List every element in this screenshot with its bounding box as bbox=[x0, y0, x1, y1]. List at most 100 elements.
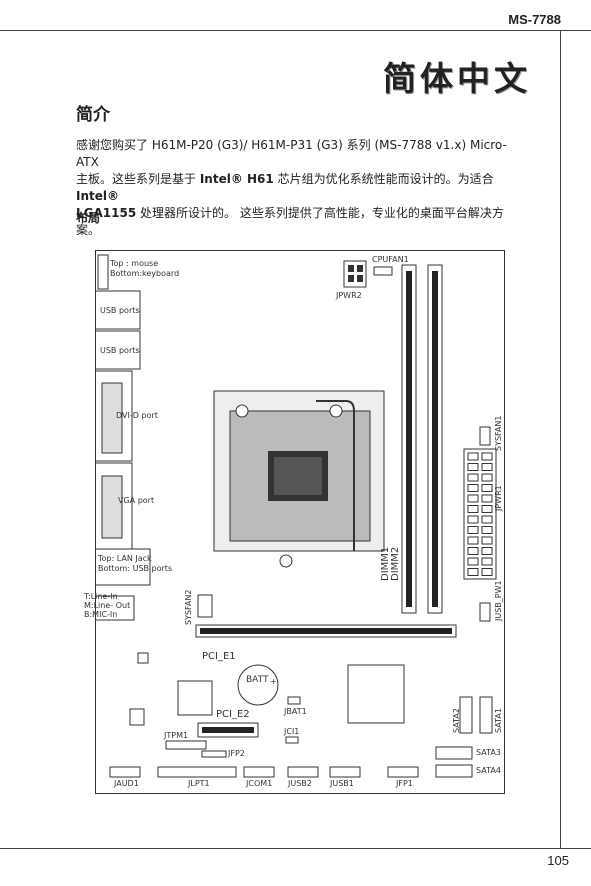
jci1-label: JCI1 bbox=[284, 727, 300, 736]
jpwr1-pin bbox=[467, 452, 479, 461]
jusb-pw1-label: JUSB_PW1 bbox=[494, 580, 503, 621]
jpwr2-label: JPWR2 bbox=[336, 291, 362, 300]
jfp2-label: JFP2 bbox=[228, 749, 245, 758]
sata1-shape bbox=[479, 696, 493, 734]
jbat1-label: JBAT1 bbox=[284, 707, 307, 716]
intro-text: 处理器所设计的。 这些系列提供了高性能，专业化的桌面平台解决方 bbox=[136, 206, 504, 220]
section-title: 简介 bbox=[76, 105, 110, 125]
intro-line-4: 案。 bbox=[76, 223, 101, 237]
jpwr2-pin bbox=[357, 265, 363, 272]
cpu-socket-lever bbox=[316, 400, 355, 551]
jcom1-shape bbox=[243, 766, 275, 778]
intro-bold: LGA1155 bbox=[76, 206, 137, 220]
jpwr1-pin bbox=[467, 484, 479, 492]
jpwr1-label: JPWR1 bbox=[494, 485, 503, 511]
jpwr1-pins bbox=[467, 452, 493, 576]
cpufan-label: CPUFAN1 bbox=[372, 255, 409, 264]
jusb-pw1-shape bbox=[479, 602, 491, 622]
jusb2-label: JUSB2 bbox=[288, 779, 312, 788]
header-rule bbox=[0, 30, 591, 31]
jcom1-label: JCOM1 bbox=[246, 779, 273, 788]
cpu-mount-hole bbox=[329, 404, 343, 418]
dvi-label: DVI-D port bbox=[116, 411, 158, 420]
page-title: 简体中文 bbox=[383, 59, 531, 98]
cpu-mount-hole bbox=[279, 554, 293, 568]
lan-label: Top: LAN Jack Bottom: USB ports bbox=[98, 554, 173, 573]
jtpm1-shape bbox=[165, 740, 207, 750]
cpu-socket-center bbox=[274, 457, 322, 495]
sysfan1-shape bbox=[479, 426, 491, 446]
dvi-inner-shape bbox=[101, 382, 123, 454]
jpwr1-pin bbox=[467, 505, 479, 513]
jpwr1-pin bbox=[481, 484, 493, 492]
jpwr1-pin bbox=[481, 547, 493, 555]
jpwr1-pin bbox=[467, 515, 479, 524]
dimm1-inner bbox=[406, 271, 412, 607]
jpwr1-pin bbox=[467, 463, 479, 471]
jpwr1-pin bbox=[481, 536, 493, 545]
sysfan2-shape bbox=[197, 594, 213, 618]
jpwr1-pin bbox=[467, 494, 479, 503]
chipset-shape bbox=[347, 664, 405, 724]
vga-label: VGA port bbox=[118, 496, 155, 505]
jpwr1-pin bbox=[481, 568, 493, 576]
jbat1-shape bbox=[287, 696, 301, 705]
usb-port-shape-1 bbox=[96, 290, 141, 330]
usb1-label: USB ports bbox=[100, 306, 140, 315]
intro-line-2: 主板。这些系列是基于 Intel® H61 芯片组为优化系统性能而设计的。为适合… bbox=[76, 171, 526, 205]
jpwr1-pin bbox=[481, 463, 493, 471]
jpwr1-pin bbox=[467, 568, 479, 576]
jusb1-label: JUSB1 bbox=[330, 779, 354, 788]
cpu-mount-hole bbox=[235, 404, 249, 418]
jpwr2-shape bbox=[343, 260, 367, 288]
intro-line-1: 感谢您购买了 H61M-P20 (G3)/ H61M-P31 (G3) 系列 (… bbox=[76, 138, 507, 169]
audio-label: T:Line-In M:Line- Out B:MIC-In bbox=[84, 592, 131, 619]
sata1-label: SATA1 bbox=[494, 708, 503, 733]
battery-plus-label: + bbox=[270, 677, 277, 686]
jfp2-shape bbox=[201, 750, 227, 758]
intro-line-3: LGA1155 处理器所设计的。 这些系列提供了高性能，专业化的桌面平台解决方 bbox=[76, 205, 526, 222]
intro-bold: Intel® H61 bbox=[199, 172, 274, 186]
jusb2-shape bbox=[287, 766, 319, 778]
jpwr2-pin bbox=[348, 265, 354, 272]
intro-text: 主板。这些系列是基于 bbox=[76, 172, 200, 186]
battery-shape bbox=[237, 664, 279, 706]
jpwr2-pin bbox=[348, 275, 354, 282]
page-number: 105 bbox=[547, 853, 569, 868]
jpwr1-pin bbox=[467, 473, 479, 482]
jusb1-shape bbox=[329, 766, 361, 778]
sata4-label: SATA4 bbox=[476, 766, 501, 775]
sata4-shape bbox=[435, 764, 473, 778]
jpwr1-pin bbox=[481, 473, 493, 482]
sysfan2-label: SYSFAN2 bbox=[184, 589, 193, 625]
ps2-port-shape bbox=[97, 254, 109, 290]
sata2-shape bbox=[459, 696, 473, 734]
intro-paragraph: 感谢您购买了 H61M-P20 (G3)/ H61M-P31 (G3) 系列 (… bbox=[76, 137, 526, 239]
right-margin-rule bbox=[560, 30, 561, 848]
pci-e1-label: PCI_E1 bbox=[202, 651, 236, 662]
board-drawing bbox=[96, 254, 497, 778]
jtpm1-label: JTPM1 bbox=[164, 731, 189, 740]
jaud1-label: JAUD1 bbox=[114, 779, 139, 788]
pci-e2-inner bbox=[202, 727, 254, 733]
ps2-label: Top : mouse Bottom:keyboard bbox=[110, 259, 180, 278]
dimm2-inner bbox=[432, 271, 438, 607]
layout-heading: 布局 bbox=[76, 211, 101, 225]
sata3-label: SATA3 bbox=[476, 748, 501, 757]
sata2-label: SATA2 bbox=[452, 708, 461, 733]
model-number: MS-7788 bbox=[508, 12, 561, 27]
jpwr1-pin bbox=[467, 557, 479, 566]
jpwr1-pin bbox=[481, 452, 493, 461]
battery-label: BATT bbox=[246, 675, 269, 685]
jpwr1-pin bbox=[481, 557, 493, 566]
jpwr1-pin bbox=[467, 547, 479, 555]
lan-port-shape bbox=[96, 548, 151, 586]
usb2-label: USB ports bbox=[100, 346, 140, 355]
jfp1-shape bbox=[387, 766, 419, 778]
jpwr2-pin bbox=[357, 275, 363, 282]
cpufan-shape bbox=[373, 266, 393, 276]
sata3-shape bbox=[435, 746, 473, 760]
intro-bold: Intel® bbox=[76, 189, 119, 203]
jpwr1-pin bbox=[481, 505, 493, 513]
jpwr1-pin bbox=[467, 536, 479, 545]
